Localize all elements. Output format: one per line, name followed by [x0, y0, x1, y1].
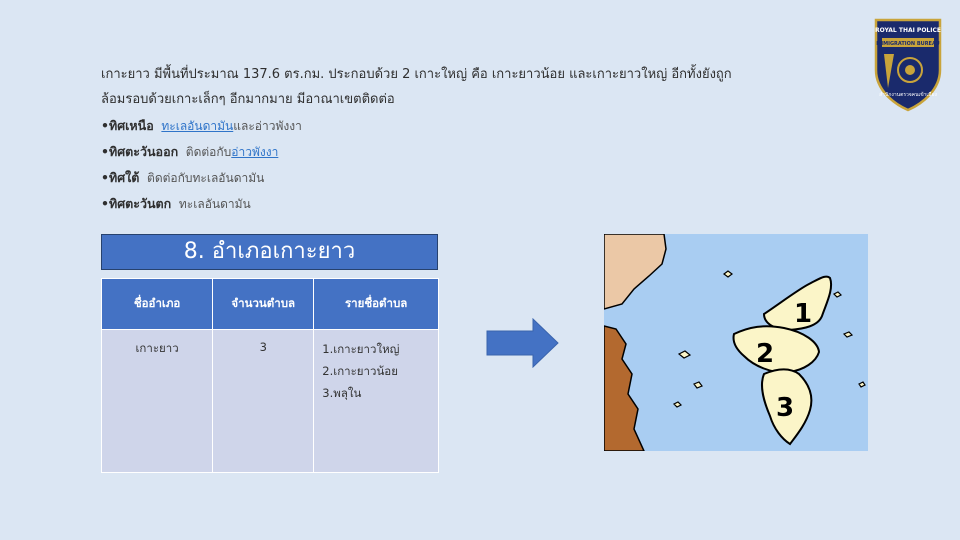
subdistrict-item: 2.เกาะยาวน้อย [322, 364, 398, 378]
map-label-3: 3 [776, 393, 794, 423]
mainland-north [604, 234, 667, 310]
map-label-2: 2 [756, 339, 774, 369]
logo-top-text: ROYAL THAI POLICE [875, 27, 941, 34]
cell-district: เกาะยาว [100, 329, 214, 473]
intro-paragraph: เกาะยาว มีพื้นที่ประมาณ 137.6 ตร.กม. ประ… [101, 62, 801, 112]
border-north: •ทิศเหนือ ทะเลอันดามันและอ่าวพังงา [101, 113, 302, 139]
intro-line-1: เกาะยาว มีพื้นที่ประมาณ 137.6 ตร.กม. ประ… [101, 67, 732, 82]
table-row: เกาะยาว 3 1.เกาะยาวใหญ่ 2.เกาะยาวน้อย 3.… [100, 329, 439, 473]
border-south: •ทิศใต้ ติดต่อกับทะเลอันดามัน [101, 165, 302, 191]
border-west-label: •ทิศตะวันตก [101, 196, 172, 211]
immigration-bureau-logo: ROYAL THAI POLICE IMMIGRATION BUREAU สำน… [874, 18, 942, 112]
border-north-label: •ทิศเหนือ [101, 118, 154, 133]
subdistrict-item: 3.พลุใน [322, 386, 362, 400]
map-graphic: 1 2 3 [604, 234, 868, 451]
border-south-text: ติดต่อกับทะเลอันดามัน [147, 171, 265, 185]
cell-count: 3 [212, 329, 315, 473]
border-list: •ทิศเหนือ ทะเลอันดามันและอ่าวพังงา •ทิศต… [101, 113, 302, 217]
section-title: 8. อำเภอเกาะยาว [101, 234, 438, 270]
border-south-label: •ทิศใต้ [101, 170, 140, 185]
border-north-text: และอ่าวพังงา [233, 119, 302, 133]
header-count: จำนวนตำบล [212, 278, 315, 330]
right-arrow-icon [486, 318, 559, 368]
cell-subdistricts: 1.เกาะยาวใหญ่ 2.เกาะยาวน้อย 3.พลุใน [313, 329, 439, 473]
border-east-text: ติดต่อกับ [185, 145, 232, 159]
subdistrict-item: 1.เกาะยาวใหญ่ [322, 342, 400, 356]
border-west: •ทิศตะวันตก ทะเลอันดามัน [101, 191, 302, 217]
phang-nga-bay-link[interactable]: อ่าวพังงา [231, 145, 279, 159]
logo-mid-text: IMMIGRATION BUREAU [876, 41, 939, 47]
header-district: ชื่ออำเภอ [100, 278, 214, 330]
district-table: ชื่ออำเภอ จำนวนตำบล รายชื่อตำบล เกาะยาว … [100, 278, 439, 473]
intro-line-2: ล้อมรอบด้วยเกาะเล็กๆ อีกมากมาย มีอาณาเขต… [101, 92, 395, 107]
border-east-label: •ทิศตะวันออก [101, 144, 179, 159]
border-east: •ทิศตะวันออก ติดต่อกับอ่าวพังงา [101, 139, 302, 165]
mainland-west [604, 325, 645, 451]
island-2 [732, 325, 821, 374]
island-3 [760, 368, 813, 446]
header-subdistricts: รายชื่อตำบล [313, 278, 439, 330]
logo-bottom-text: สำนักงานตรวจคนเข้าเมือง [879, 91, 937, 98]
border-west-text: ทะเลอันดามัน [178, 197, 251, 211]
map-label-1: 1 [794, 299, 812, 329]
koh-yao-map: 1 2 3 [604, 234, 868, 451]
table-header-row: ชื่ออำเภอ จำนวนตำบล รายชื่อตำบล [100, 278, 439, 330]
andaman-sea-link[interactable]: ทะเลอันดามัน [161, 119, 234, 133]
